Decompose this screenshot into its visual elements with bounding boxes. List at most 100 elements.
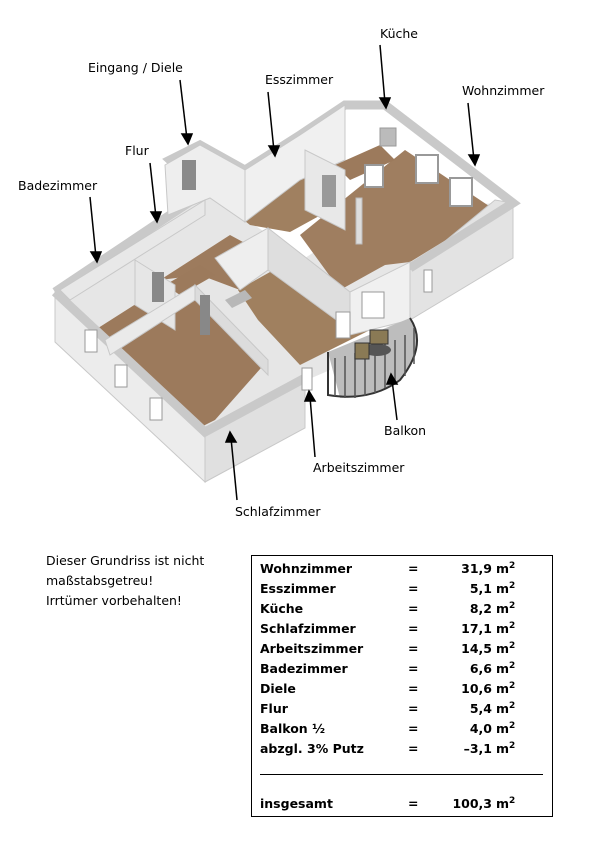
label-esszimmer: Esszimmer xyxy=(265,72,334,87)
area-row-name: Schlafzimmer xyxy=(260,621,356,636)
area-row-name: Esszimmer xyxy=(260,581,336,596)
area-row-eq: = xyxy=(408,741,419,756)
leader-eingang xyxy=(179,79,188,140)
floor-plan-3d xyxy=(51,44,521,501)
leader-arbeitszimmer xyxy=(309,396,316,458)
label-schlafzimmer: Schlafzimmer xyxy=(235,504,321,519)
window-wohn-1 xyxy=(415,154,439,184)
area-row-value: 14,5 xyxy=(461,641,492,656)
outer-wall-top xyxy=(51,288,308,438)
window-wohn-3 xyxy=(423,269,433,293)
balcony-chair-2 xyxy=(354,342,370,360)
area-total-unit: m2 xyxy=(496,796,516,812)
disclaimer-line-1: Dieser Grundriss ist nicht xyxy=(46,553,205,568)
area-row-value: 6,6 xyxy=(469,661,492,676)
area-row-value: 10,6 xyxy=(461,681,492,696)
area-row-unit: m2 xyxy=(496,721,516,737)
wall-esszimmer xyxy=(244,104,346,224)
disclaimer: Dieser Grundriss ist nicht maßstabsgetre… xyxy=(46,551,204,611)
door-esszimmer xyxy=(322,175,336,207)
area-row-name: Balkon ½ xyxy=(260,721,326,736)
arrow-wohnzimmer xyxy=(467,154,481,167)
leader-lines xyxy=(89,44,481,501)
area-row-eq: = xyxy=(408,561,419,576)
arrow-balkon xyxy=(385,372,399,385)
label-wohnzimmer: Wohnzimmer xyxy=(462,83,545,98)
arrow-kueche xyxy=(378,97,392,110)
area-row-unit: m2 xyxy=(496,641,516,657)
area-row-value: –3,1 xyxy=(463,741,492,756)
area-row-value: 8,2 xyxy=(469,601,492,616)
area-row: Wohnzimmer = 31,9 m2 xyxy=(260,559,544,579)
area-row: Schlafzimmer = 17,1 m2 xyxy=(260,619,544,639)
area-row: abzgl. 3% Putz = –3,1 m2 xyxy=(260,739,544,759)
area-row: Esszimmer = 5,1 m2 xyxy=(260,579,544,599)
area-row: Flur = 5,4 m2 xyxy=(260,699,544,719)
kueche-floor xyxy=(335,145,395,180)
area-row-eq: = xyxy=(408,661,419,676)
door-eingang xyxy=(182,160,196,190)
arrow-badezimmer xyxy=(89,251,103,264)
leader-esszimmer xyxy=(267,91,275,152)
wall-schlaf-right xyxy=(194,283,269,377)
area-row-unit: m2 xyxy=(496,661,516,677)
disclaimer-line-2: maßstabsgetreu! xyxy=(46,573,154,588)
area-row-value: 17,1 xyxy=(461,621,492,636)
window-arbeit xyxy=(301,367,313,391)
area-total-row: insgesamt = 100,3 m2 xyxy=(260,794,544,814)
area-row-unit: m2 xyxy=(496,601,516,617)
disclaimer-line-3: Irrtümer vorbehalten! xyxy=(46,593,182,608)
area-row-eq: = xyxy=(408,581,419,596)
leader-badezimmer xyxy=(89,196,97,258)
area-row-unit: m2 xyxy=(496,581,516,597)
total-divider xyxy=(260,774,543,775)
area-row-unit: m2 xyxy=(496,621,516,637)
area-row-unit: m2 xyxy=(496,681,516,697)
arrow-schlafzimmer xyxy=(224,430,238,443)
window-schlaf-3 xyxy=(149,397,163,421)
area-row-eq: = xyxy=(408,641,419,656)
area-row-name: Wohnzimmer xyxy=(260,561,352,576)
area-table: Wohnzimmer = 31,9 m2 Esszimmer = 5,1 m2 … xyxy=(251,555,553,817)
bathroom-tiles xyxy=(225,290,252,308)
area-row-eq: = xyxy=(408,721,419,736)
area-row-eq: = xyxy=(408,601,419,616)
window-wohn-2 xyxy=(449,177,473,207)
area-row-name: abzgl. 3% Putz xyxy=(260,741,364,756)
area-row-name: Badezimmer xyxy=(260,661,348,676)
area-total-value: 100,3 xyxy=(452,796,492,811)
arrow-eingang xyxy=(180,133,194,146)
area-row: Arbeitszimmer = 14,5 m2 xyxy=(260,639,544,659)
area-row-name: Arbeitszimmer xyxy=(260,641,364,656)
arrow-arbeitszimmer xyxy=(303,389,317,402)
label-flur: Flur xyxy=(125,143,149,158)
area-total-name: insgesamt xyxy=(260,796,333,811)
area-row: Küche = 8,2 m2 xyxy=(260,599,544,619)
leader-flur xyxy=(149,162,157,218)
label-arbeitszimmer: Arbeitszimmer xyxy=(313,460,405,475)
window-balkon xyxy=(361,291,385,319)
area-row-value: 5,4 xyxy=(469,701,492,716)
area-row-name: Flur xyxy=(260,701,288,716)
window-schlaf-2 xyxy=(114,364,128,388)
window-schlaf-1 xyxy=(84,329,98,353)
area-row: Badezimmer = 6,6 m2 xyxy=(260,659,544,679)
balcony-chair-1 xyxy=(369,329,389,345)
area-total-eq: = xyxy=(408,796,419,811)
window-kueche xyxy=(379,127,397,147)
leader-wohnzimmer xyxy=(467,102,475,161)
area-row-eq: = xyxy=(408,621,419,636)
label-badezimmer: Badezimmer xyxy=(18,178,98,193)
area-row-name: Diele xyxy=(260,681,296,696)
area-row-eq: = xyxy=(408,681,419,696)
arrow-esszimmer xyxy=(267,145,281,158)
leader-schlafzimmer xyxy=(230,437,238,501)
wohnzimmer-floor xyxy=(300,150,495,290)
area-row: Diele = 10,6 m2 xyxy=(260,679,544,699)
label-kueche: Küche xyxy=(380,26,418,41)
label-balkon: Balkon xyxy=(384,423,427,438)
leader-kueche xyxy=(379,44,386,104)
area-row-unit: m2 xyxy=(496,561,516,577)
leader-balkon xyxy=(391,379,398,421)
area-row-value: 5,1 xyxy=(469,581,492,596)
